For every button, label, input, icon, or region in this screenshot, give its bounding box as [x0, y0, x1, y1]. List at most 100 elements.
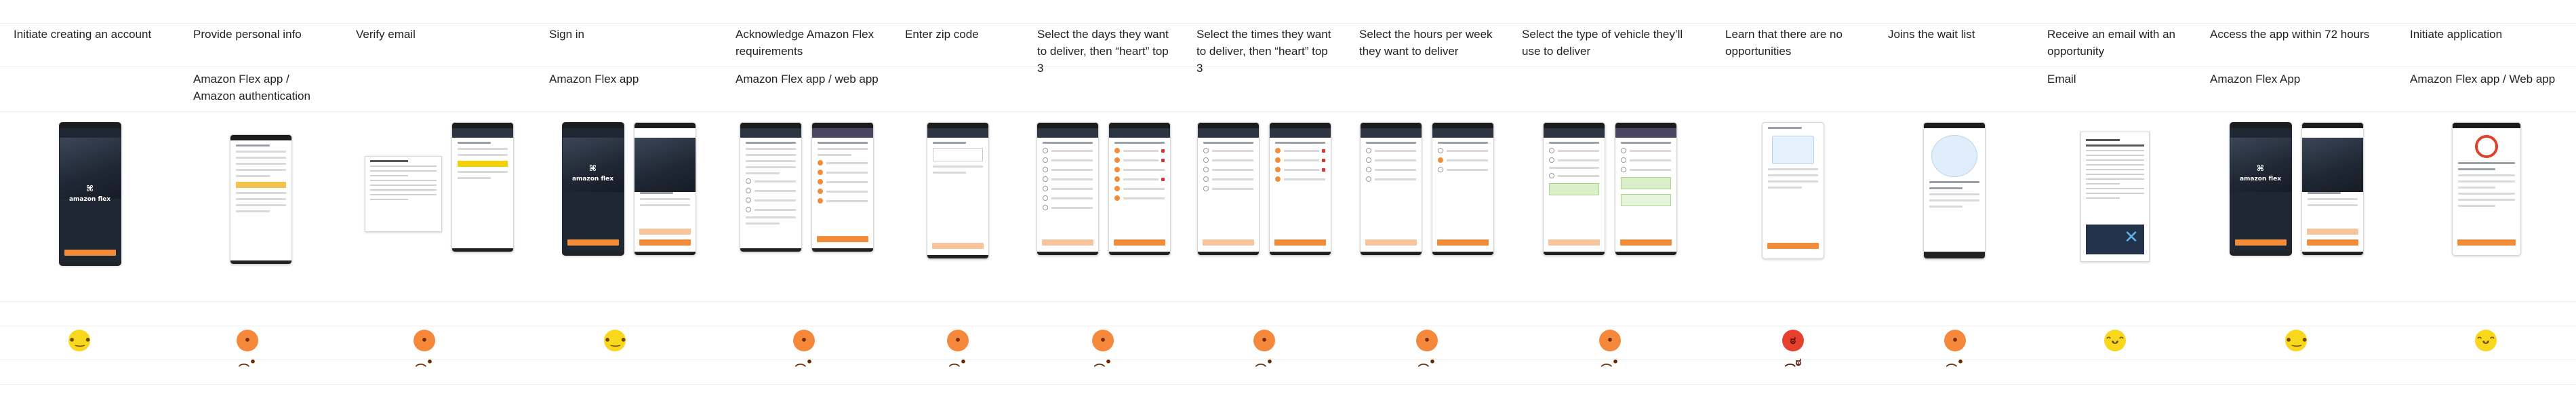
screenshots [180, 122, 342, 271]
app-screenshot [1762, 122, 1824, 259]
smiling-face-icon: ᵔᴗᵔ [2104, 330, 2126, 351]
grid-row-divider [0, 66, 2576, 67]
app-screenshot [2451, 122, 2521, 256]
no-opportunities-illustration [1772, 136, 1814, 164]
step-label: Initiate creating an account [14, 28, 152, 41]
neutral-face-icon: •‿• [2285, 330, 2308, 351]
app-screenshot [1036, 122, 1099, 256]
app-screenshot [451, 122, 514, 252]
screenshots [1712, 122, 1874, 271]
app-screenshot [926, 122, 989, 259]
app-screenshot: ⌘amazon flex [561, 122, 624, 256]
angry-face-icon: ಠ︵ಠ [1782, 330, 1804, 368]
frowning-face-icon: •︵• [793, 330, 815, 368]
frowning-face-icon: •︵• [1599, 330, 1621, 368]
screenshots: ✕ [2034, 122, 2196, 271]
grid-row-divider [0, 384, 2576, 385]
app-screenshot [1543, 122, 1605, 256]
flex-x-logo-icon: ✕ [2124, 227, 2139, 248]
step-channel: Amazon Flex app / Web app [2410, 73, 2556, 85]
app-screenshot [1197, 122, 1260, 256]
step-label: Select the times they want to deliver, t… [1196, 28, 1331, 75]
step-label: Access the app within 72 hours [2210, 28, 2370, 41]
frowning-face-icon: •︵• [414, 330, 435, 368]
step-label: Sign in [549, 28, 584, 41]
journey-step: Initiate application Amazon Flex app / W… [2396, 0, 2576, 407]
step-channel: Amazon Flex app / web app [736, 73, 879, 85]
step-channel: Amazon Flex app [549, 73, 639, 85]
screenshots [2396, 122, 2576, 271]
app-screenshot [1360, 122, 1422, 256]
step-label: Select the type of vehicle they’ll use t… [1522, 28, 1683, 58]
app-screenshot [1923, 122, 1986, 259]
screenshots [722, 122, 891, 271]
grid-row-divider [0, 111, 2576, 112]
step-label: Enter zip code [905, 28, 979, 41]
journey-step: Select the times they want to deliver, t… [1183, 0, 1346, 407]
app-screenshot [2301, 122, 2364, 256]
app-screenshot [230, 134, 292, 265]
app-screenshot [633, 122, 696, 256]
journey-step: Sign in Amazon Flex app ⌘amazon flex •‿• [536, 0, 722, 407]
step-channel: Amazon Flex app / Amazon authentication [193, 73, 310, 102]
screenshots [1183, 122, 1346, 271]
app-screenshot: ⌘amazon flex [58, 122, 121, 266]
grid-row-divider [0, 23, 2576, 24]
step-label: Select the hours per week they want to d… [1359, 28, 1493, 58]
step-label: Acknowledge Amazon Flex requirements [736, 28, 874, 58]
screenshots [1024, 122, 1183, 271]
screenshots [342, 122, 536, 271]
screenshots [1346, 122, 1508, 271]
journey-step: Enter zip code •︵• [891, 0, 1024, 407]
step-channel: Email [2047, 73, 2076, 85]
step-label: Verify email [356, 28, 416, 41]
step-label: Receive an email with an opportunity [2047, 28, 2175, 58]
app-screenshot: ⌘amazon flex [2229, 122, 2292, 256]
screenshots [891, 122, 1024, 271]
screenshots [1874, 122, 2034, 271]
journey-step: Select the type of vehicle they’ll use t… [1508, 0, 1712, 407]
step-label: Provide personal info [193, 28, 302, 41]
screenshots: ⌘amazon flex [0, 122, 180, 271]
step-label: Joins the wait list [1888, 28, 1975, 41]
journey-step: Joins the wait list •︵• [1874, 0, 2034, 407]
neutral-face-icon: •‿• [68, 330, 92, 351]
frowning-face-icon: •︵• [1416, 330, 1438, 368]
journey-step: Select the hours per week they want to d… [1346, 0, 1508, 407]
stopwatch-icon [2474, 135, 2498, 158]
journey-step: Receive an email with an opportunity Ema… [2034, 0, 2196, 407]
journey-step: Access the app within 72 hours Amazon Fl… [2196, 0, 2396, 407]
amazon-flex-logo-icon: ⌘amazon flex [68, 184, 111, 203]
email-screenshot: ✕ [2080, 132, 2150, 262]
journey-step: Verify email •︵• [342, 0, 536, 407]
app-screenshot [1432, 122, 1494, 256]
sad-face-icon: •︵• [1092, 330, 1114, 368]
journey-step: Learn that there are no opportunities ಠ︵… [1712, 0, 1874, 407]
screenshots: ⌘amazon flex [536, 122, 722, 271]
amazon-flex-logo-icon: ⌘amazon flex [571, 163, 614, 182]
journey-step: Select the days they want to deliver, th… [1024, 0, 1183, 407]
screenshots: ⌘amazon flex [2196, 122, 2396, 271]
neutral-face-icon: •‿• [604, 330, 627, 351]
step-channel: Amazon Flex App [2210, 73, 2301, 85]
journey-step: Provide personal info Amazon Flex app / … [180, 0, 342, 407]
journey-step: Acknowledge Amazon Flex requirements Ama… [722, 0, 891, 407]
app-screenshot [811, 122, 874, 252]
app-screenshot [1615, 122, 1677, 256]
step-label: Initiate application [2410, 28, 2503, 41]
frowning-face-icon: •︵• [1944, 330, 1966, 368]
app-screenshot [1108, 122, 1171, 256]
journey-step: Initiate creating an account ⌘amazon fle… [0, 0, 180, 407]
step-label: Select the days they want to deliver, th… [1037, 28, 1169, 75]
step-label: Learn that there are no opportunities [1725, 28, 1843, 58]
smiling-face-icon: ᵔᴗᵔ [2475, 330, 2497, 351]
sad-face-icon: •︵• [947, 330, 969, 368]
sad-face-icon: •︵• [1253, 330, 1275, 368]
grid-row-divider [0, 301, 2576, 302]
app-screenshot [1269, 122, 1331, 256]
screenshots [1508, 122, 1712, 271]
email-screenshot [364, 156, 442, 232]
amazon-flex-logo-icon: ⌘amazon flex [2239, 163, 2282, 182]
app-screenshot [740, 122, 802, 252]
